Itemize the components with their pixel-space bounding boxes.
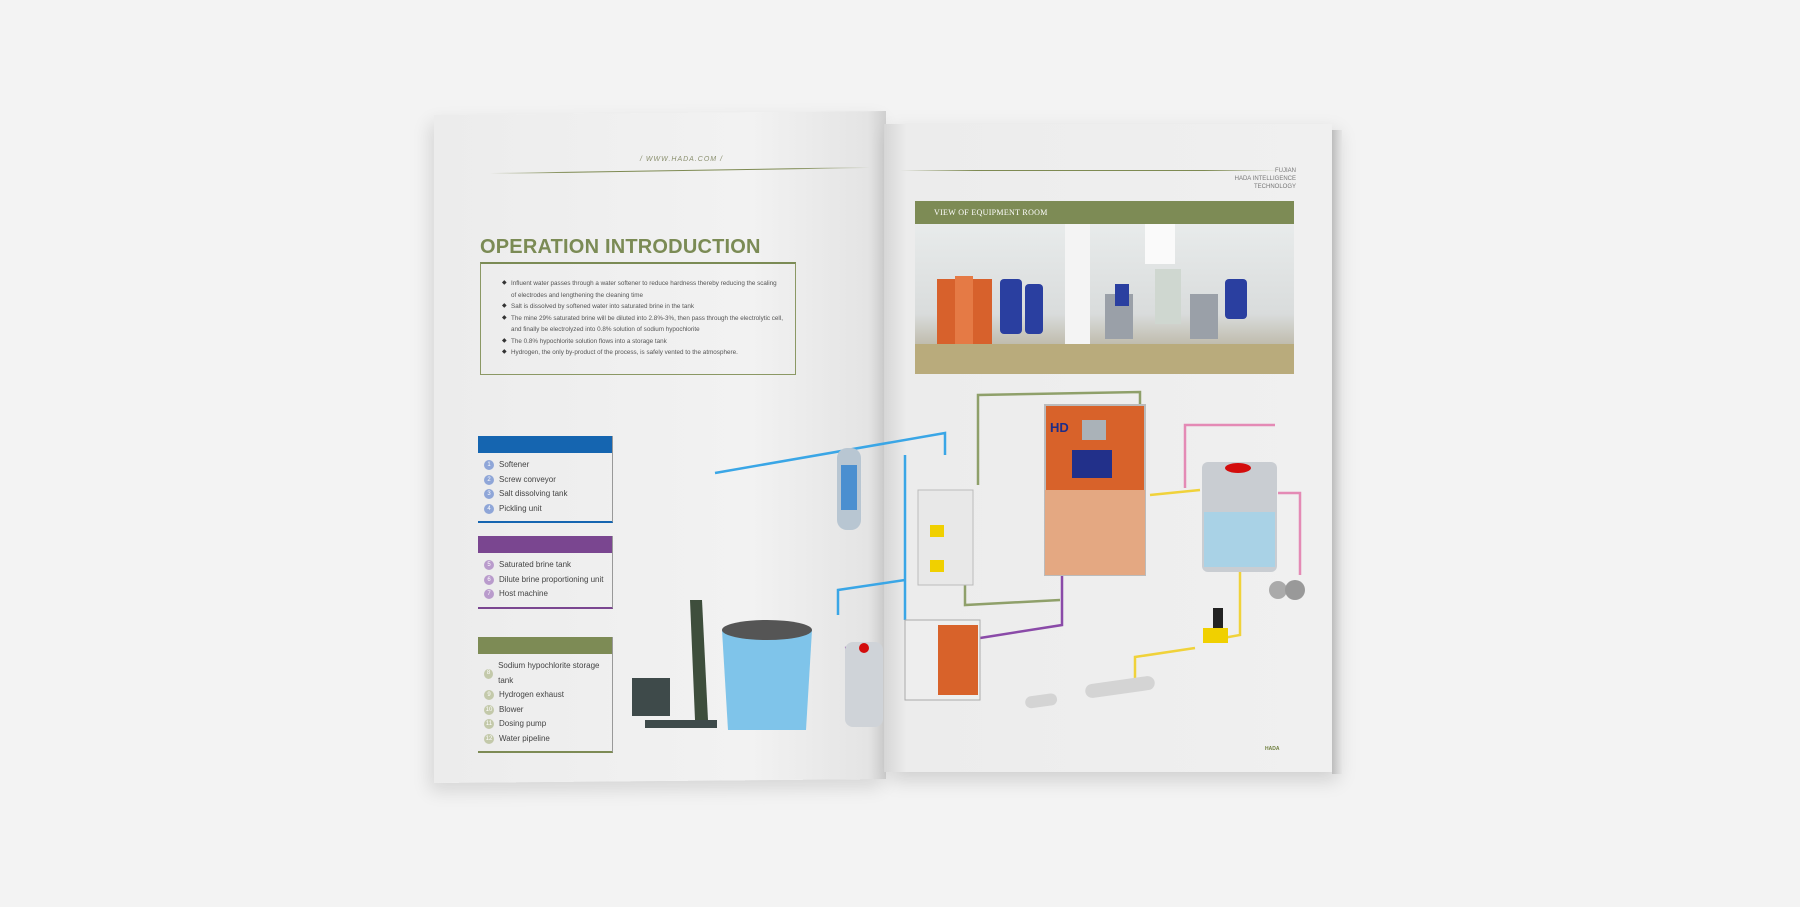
- legend-number-badge: 10: [484, 704, 494, 715]
- corp-line: FUJIAN: [1275, 168, 1296, 174]
- screw-conveyor: [632, 600, 717, 728]
- intro-bullet: Hydrogen, the only by-product of the pro…: [502, 347, 783, 359]
- salt-dissolving-tank: [722, 620, 812, 730]
- legend-label: Dilute brine proportioning unit: [499, 574, 604, 584]
- legend-number-badge: 8: [484, 668, 494, 679]
- legend-item: 6 Dilute brine proportioning unit: [484, 573, 606, 588]
- legend-items: 1 Softener 2 Screw conveyor 3 Salt dissolving…: [478, 453, 612, 521]
- legend-header-bar: [478, 637, 612, 654]
- legend-item: 8 Sodium hypochlorite storage tank: [484, 659, 606, 688]
- blue-pipe: [714, 431, 947, 475]
- legend-label: Pickling unit: [499, 503, 542, 513]
- host-machine: HD: [1044, 404, 1146, 576]
- green-pipe: [963, 580, 1061, 607]
- legend-label: Salt dissolving tank: [499, 489, 568, 498]
- legend-number-badge: 9: [484, 690, 494, 701]
- purple-pipe: [979, 575, 1064, 640]
- legend-item: 7 Host machine: [484, 587, 606, 602]
- legend-label: Blower: [499, 704, 524, 714]
- intro-box: Influent water passes through a water so…: [480, 262, 796, 375]
- legend-number-badge: 4: [484, 503, 494, 514]
- legend-label: Softener: [499, 460, 530, 469]
- legend-label: Hydrogen exhaust: [499, 690, 564, 699]
- sodium-hypochlorite-storage-tank: [1202, 462, 1277, 572]
- page-title: OPERATION INTRODUCTION: [480, 236, 761, 258]
- blower: [1269, 580, 1305, 600]
- legend-number-badge: 5: [484, 560, 494, 571]
- corp-line: HADA INTELLIGENCE: [1234, 176, 1296, 182]
- legend-number-badge: 7: [484, 589, 494, 600]
- legend-item: 10 Blower: [484, 703, 606, 718]
- yellow-pipe: [1149, 488, 1201, 497]
- brine-proportioning-unit: [904, 619, 981, 701]
- pink-pipe: [1278, 491, 1302, 575]
- corp-line: TECHNOLOGY: [1253, 184, 1296, 190]
- legend-label: Screw conveyor: [499, 474, 556, 484]
- legend-number-badge: 1: [484, 460, 494, 471]
- legend-label: Sodium hypochlorite storage tank: [498, 661, 600, 685]
- legend-group: 8 Sodium hypochlorite storage tank 9 Hydrog…: [478, 637, 613, 753]
- legend-item: 4 Pickling unit: [484, 502, 606, 517]
- legend-header-bar: [478, 536, 612, 553]
- blue-pipe: [836, 578, 906, 615]
- header-rule-right: [900, 170, 1280, 171]
- water-pipeline: [1025, 676, 1155, 709]
- legend-items: 8 Sodium hypochlorite storage tank 9 Hydrog…: [478, 654, 612, 751]
- legend-label: Water pipeline: [499, 733, 550, 743]
- intro-bullet: Influent water passes through a water so…: [502, 278, 783, 301]
- legend-item: 3 Salt dissolving tank: [484, 487, 606, 502]
- legend-item: 9 Hydrogen exhaust: [484, 688, 606, 703]
- logo-text: HD: [1050, 420, 1069, 435]
- legend-items: 5 Saturated brine tank 6 Dilute brine propo…: [478, 553, 612, 607]
- intro-bullet: The 0.8% hypochlorite solution flows int…: [502, 336, 783, 348]
- legend-number-badge: 3: [484, 489, 494, 500]
- legend-item: 12 Water pipeline: [484, 732, 606, 747]
- dosing-pump: [1203, 608, 1228, 643]
- legend-item: 5 Saturated brine tank: [484, 558, 606, 573]
- legend-group: 1 Softener 2 Screw conveyor 3 Salt dissolving…: [478, 436, 613, 523]
- legend-number-badge: 6: [484, 574, 494, 585]
- website-url: / WWW.HADA.COM /: [640, 156, 724, 163]
- legend-header-bar: [478, 436, 612, 453]
- legend-item: 11 Dosing pump: [484, 717, 606, 732]
- legend-number-badge: 12: [484, 733, 494, 744]
- footer-brand: HADA: [1265, 746, 1280, 752]
- legend-label: Host machine: [499, 589, 548, 598]
- legend-number-badge: 11: [484, 719, 494, 730]
- corp-name: FUJIAN HADA INTELLIGENCE TECHNOLOGY: [1200, 167, 1296, 197]
- photo-heading: VIEW OF EQUIPMENT ROOM: [915, 201, 1294, 224]
- legend-item: 2 Screw conveyor: [484, 473, 606, 488]
- legend-label: Saturated brine tank: [499, 560, 572, 569]
- saturated-brine-tank: [845, 642, 883, 727]
- equipment-room-photo: [915, 224, 1294, 374]
- yellow-pipe: [1133, 646, 1196, 680]
- legend-group: 5 Saturated brine tank 6 Dilute brine propo…: [478, 536, 613, 609]
- legend-label: Dosing pump: [499, 719, 547, 728]
- pickling-unit: [917, 489, 974, 586]
- softener-tank: [837, 448, 861, 530]
- legend-item: 1 Softener: [484, 458, 606, 473]
- intro-bullet: Salt is dissolved by softened water into…: [502, 301, 783, 313]
- intro-bullet: The mine 29% saturated brine will be dil…: [502, 313, 783, 336]
- green-pipe: [976, 390, 1142, 485]
- legend-number-badge: 2: [484, 474, 494, 485]
- pink-pipe: [1183, 423, 1275, 488]
